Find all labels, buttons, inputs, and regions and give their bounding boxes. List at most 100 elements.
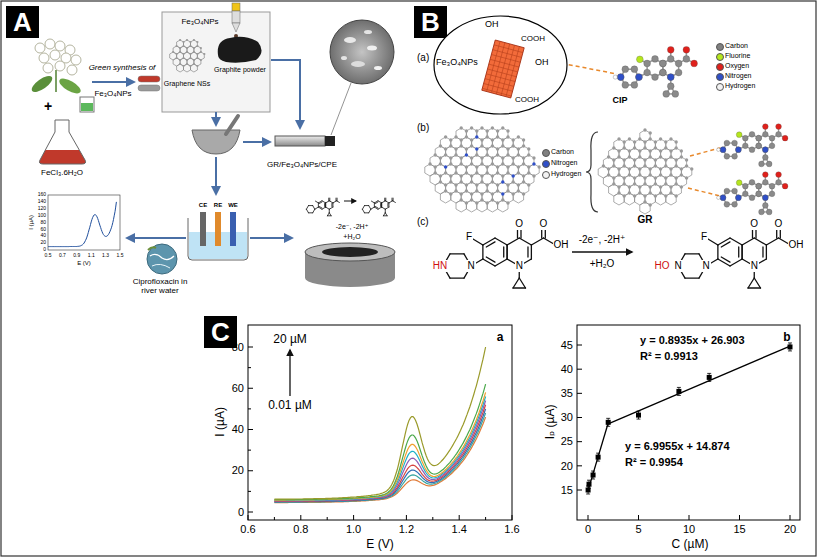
- graphene-atom: [649, 203, 652, 206]
- figure-label: -2e⁻, -2H⁺: [336, 223, 369, 231]
- chemical-bond: [527, 247, 528, 257]
- graphene-atom: [496, 129, 499, 132]
- graphene-lattice: [425, 126, 541, 212]
- graphene-atom: [449, 144, 452, 147]
- figure-label: C (µM): [672, 538, 709, 552]
- chemical-bond: [531, 238, 543, 245]
- axis-tick: [638, 515, 639, 520]
- graphene-atom: [175, 57, 177, 59]
- molecule-atom: [749, 195, 755, 201]
- figure-label: R² = 0.9954: [625, 456, 683, 469]
- graphene-atom: [439, 180, 442, 183]
- graphene-atom: [643, 182, 646, 185]
- node-text: Fe₃O₄NPs: [436, 57, 478, 67]
- graphene-atom: [200, 51, 202, 53]
- brace: [586, 132, 598, 212]
- chemical-bond: [748, 278, 754, 288]
- graphene-atom: [680, 149, 683, 152]
- graphene-atom: [454, 189, 457, 192]
- chemical-bond: [374, 207, 378, 209]
- graphic-rect: [232, 3, 240, 11]
- graphene-atom: [475, 129, 478, 132]
- molecule-atom: [724, 202, 730, 208]
- molecule-atom: [691, 60, 698, 67]
- error-bar: [707, 381, 711, 382]
- graphene-atom: [470, 180, 473, 183]
- chemical-bond: [730, 259, 742, 266]
- graphene-atom: [612, 176, 615, 179]
- graphene-atom: [203, 53, 205, 55]
- axis-tick: [248, 347, 253, 348]
- graphene-atom: [664, 140, 667, 143]
- graphene-atom: [465, 201, 468, 204]
- graphene-atom: [517, 135, 520, 138]
- figure-label: 10: [683, 523, 695, 536]
- figure-label: 35: [561, 387, 573, 400]
- graphene-atom: [623, 140, 626, 143]
- graphene-atom: [182, 53, 184, 55]
- graphic-circle: [35, 43, 45, 53]
- graphene-atom: [649, 131, 652, 134]
- figure-label: N: [701, 260, 710, 272]
- chemical-bond: [517, 229, 518, 238]
- figure-label: 1.1: [88, 253, 95, 259]
- chemical-bond: [362, 209, 364, 213]
- graphene-atom: [470, 192, 473, 195]
- figure-label: GR: [638, 214, 653, 226]
- figure-label: OH: [553, 239, 570, 251]
- chemical-bond: [325, 203, 326, 207]
- axis-tick: [432, 517, 433, 520]
- chemical-bond: [541, 229, 542, 238]
- chemical-bond: [387, 203, 388, 206]
- chemical-bond: [374, 203, 375, 207]
- graphene-atom: [460, 198, 463, 201]
- graphene-ring: [640, 202, 650, 214]
- chemical-bond: [513, 287, 526, 288]
- axis-tick: [577, 465, 582, 466]
- molecule-atom: [762, 131, 768, 137]
- graphic-line: [491, 54, 520, 62]
- graphene-atom: [465, 153, 468, 156]
- figure-label: GR/Fe₃O₄NPs/CPE: [267, 160, 337, 169]
- graphene-atom: [680, 185, 683, 188]
- molecule-atom: [749, 131, 755, 137]
- node-text: COOH: [521, 34, 545, 43]
- graphene-atom: [189, 41, 191, 43]
- graphene-atom: [659, 155, 662, 158]
- chemical-bond: [495, 238, 507, 245]
- graphic-circle: [67, 65, 77, 75]
- figure-label: 140: [38, 199, 46, 205]
- graphene-atom: [491, 138, 494, 141]
- graphene-atom: [496, 201, 499, 204]
- axis-tick: [248, 491, 251, 492]
- chemical-bond: [381, 203, 382, 207]
- graphene-atom: [527, 165, 530, 168]
- graphene-atom: [179, 39, 181, 41]
- graphic-circle: [39, 53, 49, 63]
- figure-label: +: [44, 98, 52, 114]
- graphene-atom: [659, 185, 662, 188]
- chemical-bond: [325, 203, 326, 207]
- molecule-atom: [769, 143, 775, 149]
- graphene-atom: [680, 173, 683, 176]
- figure-label: O: [774, 218, 784, 230]
- chemical-bond: [766, 245, 767, 259]
- molecule-atom: [736, 147, 742, 153]
- graphene-atom: [607, 155, 610, 158]
- graphene-atom: [460, 162, 463, 165]
- chemical-bond: [332, 203, 333, 207]
- graphene-atom: [460, 138, 463, 141]
- figure-label: RE: [214, 202, 222, 209]
- chemical-bond: [483, 259, 495, 266]
- graphene-atom: [182, 41, 184, 43]
- chemical-bond: [329, 209, 330, 213]
- graphene-atom: [674, 164, 677, 167]
- graphene-atom: [193, 39, 195, 41]
- axis-tick: [380, 517, 381, 520]
- molecule-atom: [617, 74, 624, 81]
- panel-label-box: A: [6, 6, 39, 38]
- graphene-atom: [664, 164, 667, 167]
- data-point: [636, 413, 641, 418]
- molecule-atom: [636, 56, 643, 63]
- chemical-bond: [450, 277, 464, 278]
